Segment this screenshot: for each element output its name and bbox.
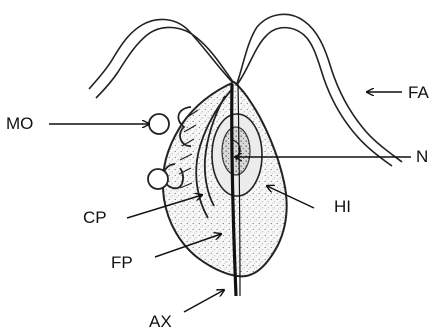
label-hi: HI — [334, 197, 351, 216]
label-fp: FP — [111, 253, 133, 272]
label-n: N — [416, 147, 428, 166]
membrane-lobe-1 — [149, 114, 169, 134]
nucleus — [212, 114, 262, 196]
label-ax: AX — [149, 312, 172, 331]
membrane-lobe-2 — [148, 169, 168, 189]
label-cp: CP — [83, 208, 107, 227]
label-fa: FA — [408, 83, 429, 102]
arrow-ax — [184, 290, 224, 312]
label-mo: MO — [6, 114, 33, 133]
flagellum-1 — [89, 19, 236, 89]
